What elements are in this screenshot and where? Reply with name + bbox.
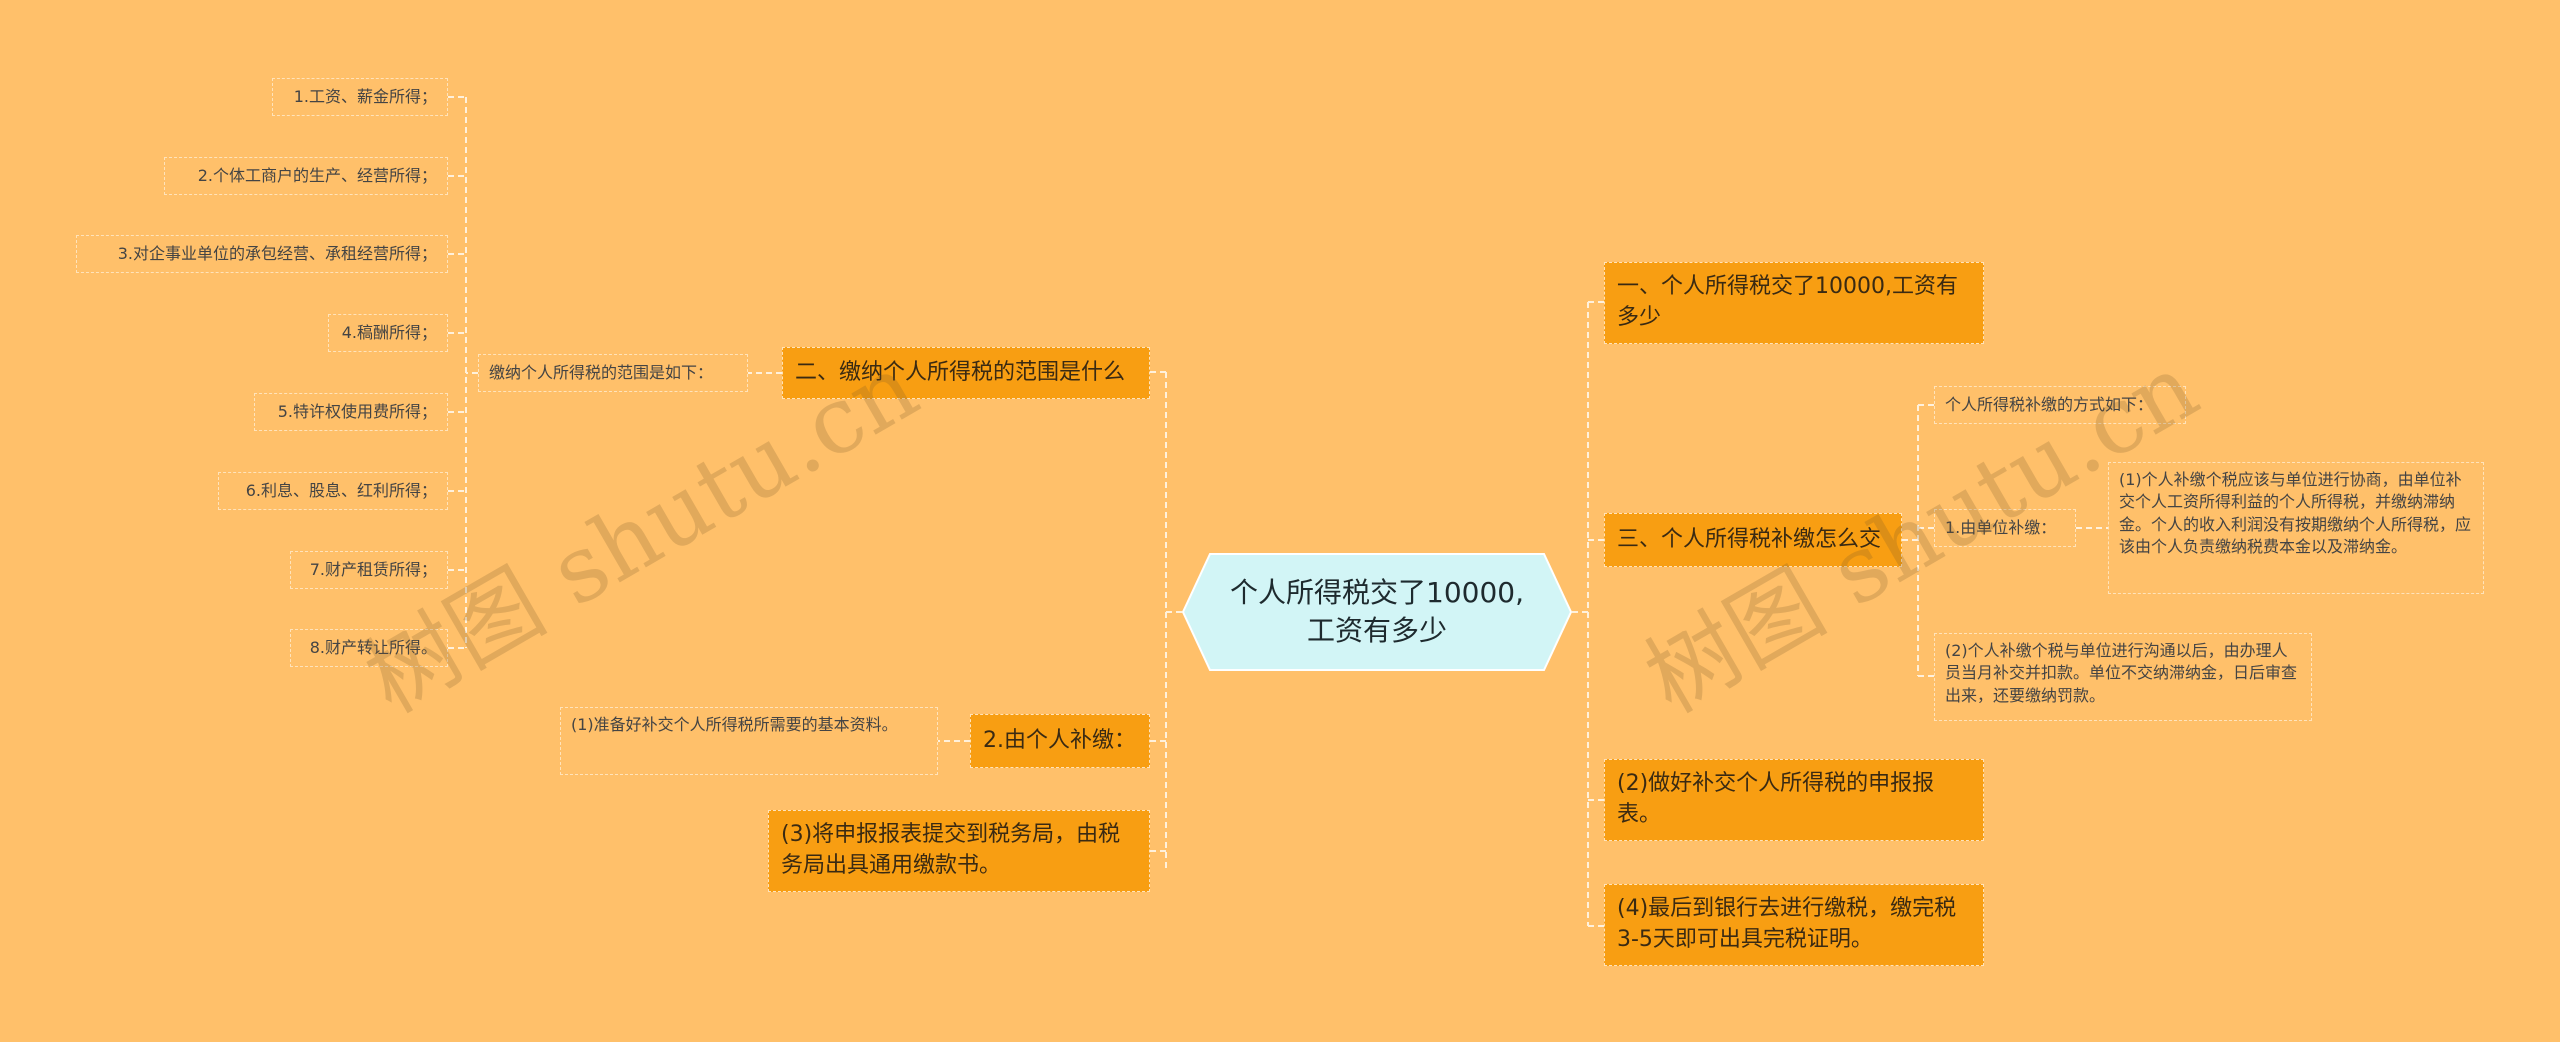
unit-note: (2)个人补缴个税与单位进行沟通以后，由办理人员当月补交并扣款。单位不交纳滞纳金…	[1934, 633, 2312, 721]
scope-item-1: 1.工资、薪金所得；	[272, 78, 448, 116]
submit-branch[interactable]: (3)将申报报表提交到税务局，由税务局出具通用缴款书。	[768, 810, 1150, 892]
scope-item-3: 3.对企事业单位的承包经营、承租经营所得；	[76, 235, 448, 273]
report-branch[interactable]: (2)做好补交个人所得税的申报报表。	[1604, 759, 1984, 841]
root-node[interactable]: 个人所得税交了10000,工资有多少	[1182, 553, 1572, 671]
scope-intro: 缴纳个人所得税的范围是如下：	[478, 354, 748, 392]
scope-item-6: 6.利息、股息、红利所得；	[218, 472, 448, 510]
connector-root-right	[1572, 302, 1589, 926]
root-title: 个人所得税交了10000,工资有多少	[1230, 576, 1524, 647]
third-intro: 个人所得税补缴的方式如下：	[1934, 386, 2186, 424]
connector-intro-items	[465, 97, 478, 648]
third-branch[interactable]: 三、个人所得税补缴怎么交	[1604, 513, 1902, 567]
first-branch[interactable]: 一、个人所得税交了10000,工资有多少	[1604, 262, 1984, 344]
selfpay-branch[interactable]: 2.由个人补缴：	[970, 714, 1150, 768]
scope-item-5: 5.特许权使用费所得；	[254, 393, 448, 431]
connector-root-left	[1165, 372, 1182, 868]
bank-branch[interactable]: (4)最后到银行去进行缴税，缴完税3-5天即可出具完税证明。	[1604, 884, 1984, 966]
scope-branch[interactable]: 二、缴纳个人所得税的范围是什么	[782, 347, 1150, 399]
scope-item-8: 8.财产转让所得。	[290, 629, 448, 667]
connector-third-children	[1902, 405, 1919, 676]
scope-item-7: 7.财产租赁所得；	[290, 551, 448, 589]
root-hexagon	[1182, 553, 1572, 671]
selfpay-detail: (1)准备好补交个人所得税所需要的基本资料。	[560, 707, 938, 775]
scope-item-4: 4.稿酬所得；	[328, 314, 448, 352]
unit-payment: 1.由单位补缴：	[1934, 509, 2076, 547]
unit-detail: (1)个人补缴个税应该与单位进行协商，由单位补交个人工资所得利益的个人所得税，并…	[2108, 462, 2484, 594]
scope-item-2: 2.个体工商户的生产、经营所得；	[164, 157, 448, 195]
